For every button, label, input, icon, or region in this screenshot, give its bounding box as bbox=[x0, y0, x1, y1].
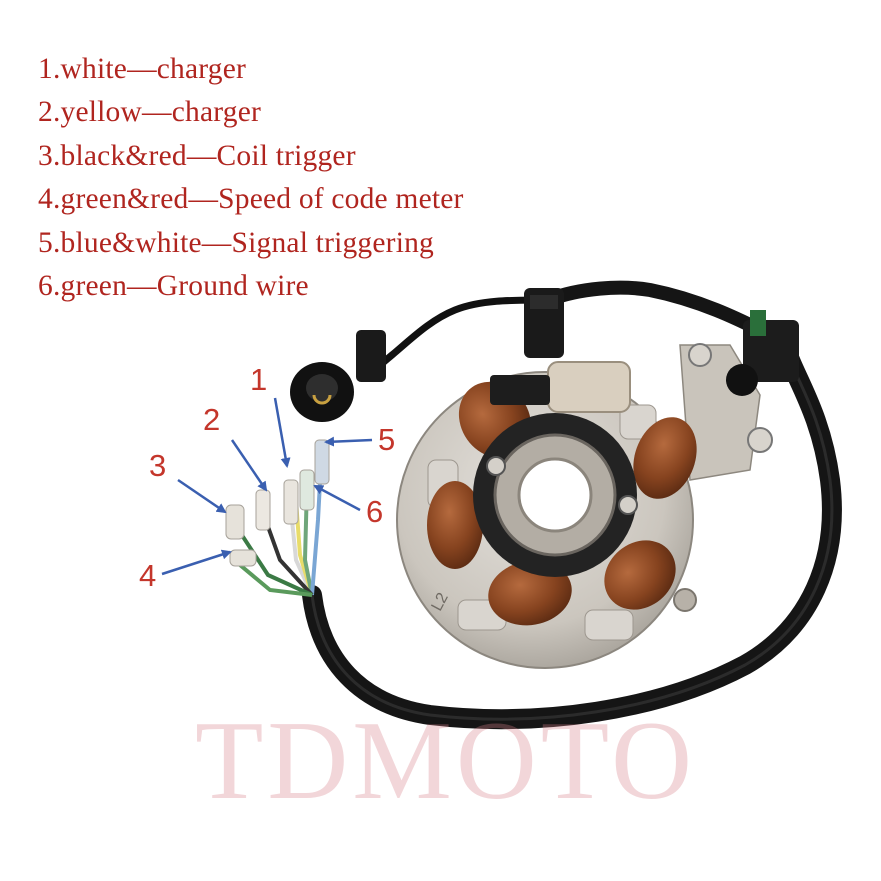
wire-harness-cable bbox=[302, 280, 842, 730]
legend-item-green-ground: 6.green—Ground wire bbox=[38, 270, 309, 303]
stator-coils bbox=[427, 361, 697, 626]
callout-number-3: 3 bbox=[149, 448, 167, 483]
arrow-5 bbox=[324, 436, 373, 447]
wire-leads bbox=[225, 439, 330, 597]
callout-arrows bbox=[161, 397, 373, 576]
legend-item-white-charger: 1.white—charger bbox=[38, 53, 247, 85]
connector-plug bbox=[524, 288, 799, 382]
legend-item-blue-white-signal: 5.blue&white—Signal triggering bbox=[38, 226, 434, 259]
callout-number-5: 5 bbox=[378, 422, 396, 457]
arrow-2 bbox=[230, 439, 268, 492]
callout-number-2: 2 bbox=[203, 402, 221, 437]
callout-number-6: 6 bbox=[366, 494, 384, 529]
watermark-text: TDMOTO bbox=[195, 699, 697, 823]
legend-item-black-red-coil-trigger: 3.black&red—Coil trigger bbox=[38, 139, 356, 172]
callout-number-4: 4 bbox=[139, 558, 157, 593]
legend-item-yellow-charger: 2.yellow—charger bbox=[38, 96, 262, 129]
rubber-grommet bbox=[290, 330, 386, 422]
callout-number-1: 1 bbox=[250, 362, 268, 397]
wire-color-legend: 1.white—charger 2.yellow—charger 3.black… bbox=[38, 48, 464, 308]
arrow-6 bbox=[313, 484, 361, 512]
arrow-1 bbox=[273, 397, 291, 468]
legend-item-green-red-speed-meter: 4.green&red—Speed of code meter bbox=[38, 183, 464, 216]
arrow-4 bbox=[161, 549, 232, 576]
stator-core bbox=[473, 413, 638, 577]
arrow-3 bbox=[177, 478, 227, 514]
svg-text:L2: L2 bbox=[429, 590, 452, 614]
